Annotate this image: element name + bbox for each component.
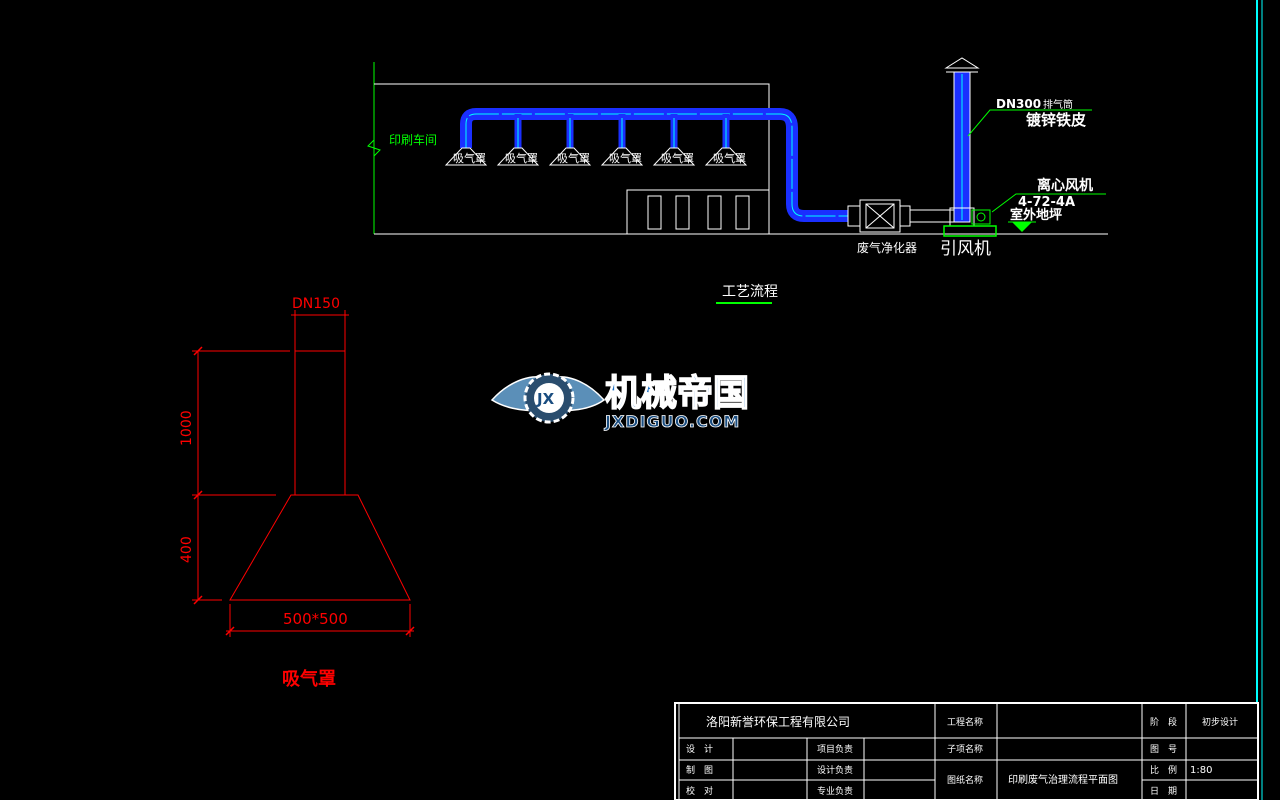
hood-cone xyxy=(229,494,411,601)
hood-symbol-group: 吸气罩 吸气罩 吸气罩 吸气罩 吸气罩 吸气罩 xyxy=(444,147,748,166)
building-roof-line xyxy=(374,83,770,234)
fan-base xyxy=(943,225,997,237)
rain-cap xyxy=(944,57,980,69)
tb-drawing-no-label: 图 号 xyxy=(1150,744,1177,755)
wall-break-symbol xyxy=(367,139,381,157)
height-lower-dim: 400 xyxy=(179,536,195,563)
purifier-inner xyxy=(865,203,895,229)
stack-size-label: DN300 xyxy=(996,97,1041,111)
process-caption: 工艺流程 xyxy=(722,284,778,300)
hood-label: 吸气罩 xyxy=(505,151,538,165)
tb-draw-label: 制 图 xyxy=(686,764,713,776)
tb-drawing-name-value: 印刷废气治理流程平面图 xyxy=(1008,773,1118,786)
purifier-label: 废气净化器 xyxy=(857,240,917,255)
hood-label: 吸气罩 xyxy=(661,151,694,165)
tb-project-lead-label: 项目负责 xyxy=(817,743,853,755)
tb-drawing-name-label: 图纸名称 xyxy=(947,774,983,786)
purifier-flange-right xyxy=(899,205,911,227)
tb-design-label: 设 计 xyxy=(686,743,713,755)
hood-symbol xyxy=(600,147,644,166)
printing-machine xyxy=(626,189,770,235)
tb-specialty-lead-label: 专业负责 xyxy=(817,785,853,797)
hood-label: 吸气罩 xyxy=(557,151,590,165)
fan-motor-hub xyxy=(976,212,986,222)
dim-tick-top xyxy=(193,346,203,356)
hood-symbol xyxy=(704,147,748,166)
tb-company: 洛阳新誉环保工程有限公司 xyxy=(706,714,850,729)
workshop-label: 印刷车间 xyxy=(389,132,437,147)
title-block: 洛阳新誉环保工程有限公司 工程名称 阶 段 初步设计 设 计 项目负责 子项名称… xyxy=(674,702,1259,800)
hood-branch-group xyxy=(514,114,730,148)
purifier-flange-left xyxy=(847,205,861,227)
duct-to-fan xyxy=(909,209,955,223)
tb-sub-item-label: 子项名称 xyxy=(947,743,983,755)
watermark-emblem: JX xyxy=(536,390,555,408)
centrifugal-fan-label: 离心风机 xyxy=(1037,177,1093,194)
watermark-gear-inner xyxy=(534,383,564,413)
tb-scale-value: 1:80 xyxy=(1190,765,1212,776)
tb-stage-label: 阶 段 xyxy=(1150,716,1177,728)
leader-fan xyxy=(991,193,1106,213)
tb-scale-label: 比 例 xyxy=(1150,764,1177,776)
leader-stack xyxy=(967,109,1092,137)
tb-project-name-label: 工程名称 xyxy=(947,716,983,728)
dim-tick-bot xyxy=(193,595,203,605)
machine-window-1 xyxy=(647,195,662,230)
machine-window-2 xyxy=(675,195,690,230)
hood-label: 吸气罩 xyxy=(713,151,746,165)
outdoor-ground-label: 室外地坪 xyxy=(1010,207,1062,223)
hood-symbol xyxy=(496,147,540,166)
tb-design-lead-label: 设计负责 xyxy=(817,764,853,776)
pipe-size-dim: DN150 xyxy=(292,296,340,312)
fan-label: 引风机 xyxy=(940,239,991,259)
hood-label: 吸气罩 xyxy=(453,151,486,165)
hood-detail-title: 吸气罩 xyxy=(282,668,336,690)
dim-bottom-tick-right xyxy=(405,626,415,636)
watermark-logo: JX 机械帝国 JXDIGUO.COM xyxy=(490,372,750,431)
hood-detail-drawing: DN150 1000 400 500*500 吸气罩 xyxy=(179,296,415,690)
base-size-dim: 500*500 xyxy=(283,610,348,628)
title-block-frame xyxy=(674,702,1259,800)
machine-window-3 xyxy=(707,195,722,230)
ground-level-marker xyxy=(1012,222,1032,232)
hood-pipe xyxy=(294,350,346,496)
hood-symbol xyxy=(548,147,592,166)
stack-name-label: 排气筒 xyxy=(1043,98,1073,111)
fan-motor xyxy=(971,209,991,225)
hood-label: 吸气罩 xyxy=(609,151,642,165)
process-flow-diagram: 吸气罩吸气罩吸气罩吸气罩吸气罩吸气罩 印刷车间 废气净化器 引风机 DN300 … xyxy=(367,57,1108,304)
dim-tick-mid xyxy=(193,490,203,500)
hood-symbol xyxy=(652,147,696,166)
watermark-en: JXDIGUO.COM xyxy=(604,412,740,431)
dim-bottom-tick-left xyxy=(225,626,235,636)
stack-material-label: 镀锌铁皮 xyxy=(1026,111,1086,129)
hood-symbol xyxy=(444,147,488,166)
tb-stage-value: 初步设计 xyxy=(1202,716,1238,728)
height-upper-dim: 1000 xyxy=(179,410,195,446)
purifier-cross-2 xyxy=(865,203,895,229)
watermark-cn: 机械帝国 xyxy=(605,373,749,414)
fan-model-label: 4-72-4A xyxy=(1018,195,1075,210)
tb-check-label: 校 对 xyxy=(686,785,713,797)
main-duct-highlight xyxy=(465,113,848,217)
machine-window-4 xyxy=(735,195,750,230)
tb-date-label: 日 期 xyxy=(1150,786,1177,797)
